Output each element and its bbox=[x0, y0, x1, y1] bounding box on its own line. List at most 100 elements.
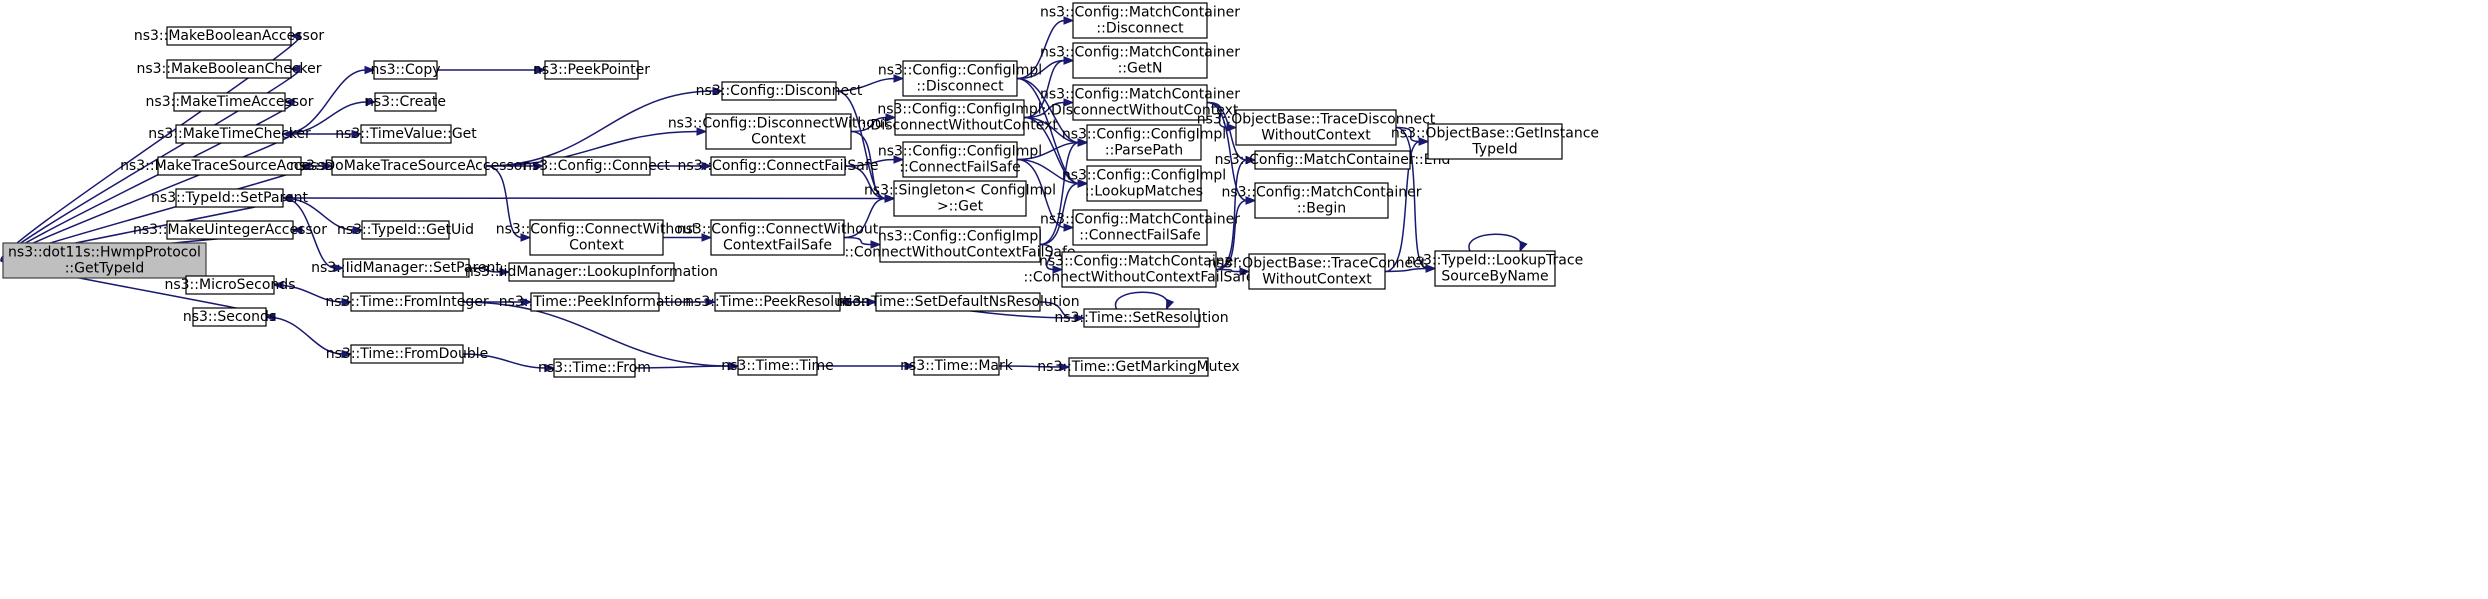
node-label: ns3::Time::Time bbox=[721, 358, 833, 374]
node-label: ns3::ObjectBase::GetInstance bbox=[1391, 126, 1599, 142]
edge-obj-base-trace-connect-without-context-to-obj-base-get-instance-type-id bbox=[1384, 137, 1430, 273]
node-time-from-integer[interactable]: ns3::Time::FromInteger bbox=[325, 292, 489, 312]
node-label: ns3::TypeId::LookupTrace bbox=[1407, 253, 1583, 269]
node-config-disconnect[interactable]: ns3::Config::Disconnect bbox=[696, 81, 863, 101]
node-time-get-marking-mutex[interactable]: ns3::Time::GetMarkingMutex bbox=[1037, 357, 1240, 377]
node-singleton-get[interactable]: ns3::Singleton< ConfigImpl >::Get bbox=[864, 180, 1056, 217]
node-mcend[interactable]: ns3::Config::MatchContainer::End bbox=[1215, 150, 1451, 170]
node-iid-manager-lookup-information[interactable]: ns3::IidManager::LookupInformation bbox=[465, 262, 718, 282]
node-box bbox=[192, 307, 267, 327]
node-box bbox=[166, 220, 294, 240]
node-obj-base-trace-connect-without-context[interactable]: ns3::ObjectBase::TraceConnectWithoutCont… bbox=[1208, 253, 1427, 290]
node-time-peek-resolution[interactable]: ns3::Time::PeekResolution bbox=[685, 292, 870, 312]
node-config-impl-parse-path[interactable]: ns3::Config::ConfigImpl::ParsePath bbox=[1062, 124, 1226, 161]
edge-mcconnect-without-context-fail-safe-to-mcbegin bbox=[1215, 196, 1257, 271]
node-mcdisconnect[interactable]: ns3::Config::MatchContainer::Disconnect bbox=[1040, 2, 1240, 39]
node-seconds[interactable]: ns3::Seconds bbox=[183, 307, 276, 327]
edge-type-id-lookup-trace-source-by-name-to-type-id-lookup-trace-source-by-name bbox=[1468, 233, 1528, 253]
node-label: ::ConnectWithoutContextFailSafe bbox=[1023, 270, 1254, 286]
node-label: ns3::Config::ConfigImpl bbox=[1062, 168, 1226, 184]
node-label: ns3::Config::ConnectWithout bbox=[677, 222, 879, 238]
node-label: ns3::MakeBooleanChecker bbox=[136, 61, 321, 77]
node-mcconnect-without-context-fail-safe[interactable]: ns3::Config::MatchContainer::ConnectWith… bbox=[1023, 251, 1255, 288]
edge-config-impl-disconnect-without-context-to-mcget-n bbox=[1023, 56, 1075, 119]
node-copy[interactable]: ns3::Copy bbox=[370, 60, 441, 80]
node-peek-pointer[interactable]: ns3::PeekPointer bbox=[533, 60, 650, 80]
node-label: ::ConnectWithoutContextFailSafe bbox=[844, 245, 1075, 261]
node-time-value-get[interactable]: ns3::TimeValue::Get bbox=[335, 124, 477, 144]
node-mcdisconnect-without-context[interactable]: ns3::Config::MatchContainer::DisconnectW… bbox=[1040, 84, 1240, 121]
node-config-impl-lookup-matches[interactable]: ns3::Config::ConfigImpl::LookupMatches bbox=[1062, 165, 1226, 202]
node-time-from[interactable]: ns3::Time::From bbox=[538, 358, 651, 378]
node-mcget-n[interactable]: ns3::Config::MatchContainer::GetN bbox=[1040, 42, 1240, 79]
edge-time-mark-to-time-get-marking-mutex bbox=[998, 362, 1071, 372]
node-make-time-checker[interactable]: ns3::MakeTimeChecker bbox=[148, 124, 311, 144]
node-label: ns3::Config::ConfigImpl bbox=[878, 63, 1042, 79]
edge-config-impl-connect-without-context-fail-safe-to-config-impl-parse-path bbox=[1039, 138, 1089, 246]
edge-config-disconnect-without-context-to-config-impl-disconnect-without-context bbox=[850, 113, 897, 133]
node-config-connect[interactable]: ns3::Config::Connect bbox=[523, 156, 670, 176]
node-make-trace-source-accessor[interactable]: ns3::MakeTraceSourceAccessor bbox=[120, 156, 339, 176]
node-box bbox=[913, 356, 1000, 376]
edge-config-connect-without-context-to-config-connect-without-context-fail-safe bbox=[662, 233, 713, 242]
node-make-uinteger-accessor[interactable]: ns3::MakeUintegerAccessor bbox=[133, 220, 327, 240]
node-box bbox=[710, 219, 845, 256]
node-do-make-trace-source-accessor[interactable]: ns3::DoMakeTraceSourceAccessor bbox=[290, 156, 528, 176]
node-config-connect-without-context-fail-safe[interactable]: ns3::Config::ConnectWithoutContextFailSa… bbox=[677, 219, 879, 256]
node-type-id-set-parent[interactable]: ns3::TypeId::SetParent bbox=[151, 188, 308, 208]
node-mcconnect-fail-safe[interactable]: ns3::Config::MatchContainer::ConnectFail… bbox=[1040, 209, 1240, 246]
node-box bbox=[721, 81, 837, 101]
node-label: ns3::TypeId::GetUid bbox=[337, 222, 474, 238]
node-label: ns3::DoMakeTraceSourceAccessor bbox=[290, 158, 528, 174]
node-time-set-default-ns-resolution[interactable]: ns3::Time::SetDefaultNsResolution bbox=[836, 292, 1080, 312]
node-time-time[interactable]: ns3::Time::Time bbox=[721, 356, 834, 376]
node-type-id-get-uid[interactable]: ns3::TypeId::GetUid bbox=[337, 220, 474, 240]
node-label: ns3::MakeTimeAccessor bbox=[146, 94, 314, 110]
node-box bbox=[2, 242, 207, 279]
node-label: ns3::Time::Mark bbox=[900, 358, 1014, 374]
node-box bbox=[879, 226, 1041, 263]
node-box bbox=[894, 99, 1025, 136]
node-box bbox=[1072, 2, 1208, 39]
node-make-time-accessor[interactable]: ns3::MakeTimeAccessor bbox=[146, 92, 314, 112]
edge-time-peek-information-to-time-peek-resolution bbox=[659, 297, 717, 307]
node-config-impl-disconnect-without-context[interactable]: ns3::Config::ConfigImpl::DisconnectWitho… bbox=[861, 99, 1058, 136]
node-label: SourceByName bbox=[1441, 269, 1548, 285]
node-mcbegin[interactable]: ns3::Config::MatchContainer::Begin bbox=[1222, 182, 1422, 219]
node-config-impl-connect-without-context-fail-safe[interactable]: ns3::Config::ConfigImpl::ConnectWithoutC… bbox=[844, 226, 1076, 263]
node-config-impl-disconnect[interactable]: ns3::Config::ConfigImpl::Disconnect bbox=[878, 60, 1042, 97]
edge-make-time-checker-to-time-value-get bbox=[283, 129, 363, 139]
node-box bbox=[1427, 123, 1563, 160]
node-root[interactable]: ns3::dot11s::HwmpProtocol::GetTypeId bbox=[2, 242, 207, 279]
node-label: ns3::Time::PeekInformation bbox=[499, 294, 692, 310]
node-time-peek-information[interactable]: ns3::Time::PeekInformation bbox=[499, 292, 692, 312]
node-make-boolean-accessor[interactable]: ns3::MakeBooleanAccessor bbox=[134, 26, 325, 46]
node-config-connect-fail-safe[interactable]: ns3::Config::ConnectFailSafe bbox=[678, 156, 879, 176]
edge-time-set-resolution-to-time-set-resolution bbox=[1114, 291, 1175, 311]
node-label: ns3::Create bbox=[365, 94, 446, 110]
edge-config-connect-without-context-fail-safe-to-singleton-get bbox=[843, 194, 896, 239]
node-box bbox=[714, 292, 841, 312]
node-config-disconnect-without-context[interactable]: ns3::Config::DisconnectWithoutContext bbox=[668, 113, 890, 150]
edge-config-disconnect-to-config-impl-disconnect bbox=[835, 74, 905, 92]
node-label: ns3::ObjectBase::TraceConnect bbox=[1208, 256, 1427, 272]
node-micro-seconds[interactable]: ns3::MicroSeconds bbox=[164, 275, 296, 295]
node-obj-base-trace-disconnect-without-context[interactable]: ns3::ObjectBase::TraceDisconnectWithoutC… bbox=[1197, 109, 1436, 146]
node-time-set-resolution[interactable]: ns3::Time::SetResolution bbox=[1054, 308, 1229, 328]
node-config-connect-without-context[interactable]: ns3::Config::ConnectWithoutContext bbox=[496, 219, 698, 256]
node-time-mark[interactable]: ns3::Time::Mark bbox=[900, 356, 1014, 376]
node-box bbox=[542, 156, 651, 176]
node-box bbox=[360, 124, 452, 144]
node-label: Context bbox=[569, 238, 624, 254]
node-label: ns3::Time::GetMarkingMutex bbox=[1037, 359, 1239, 375]
node-box bbox=[1072, 209, 1208, 246]
node-iid-manager-set-parent[interactable]: ns3::IidManager::SetParent bbox=[311, 258, 501, 278]
node-time-from-double[interactable]: ns3::Time::FromDouble bbox=[326, 344, 489, 364]
node-create[interactable]: ns3::Create bbox=[365, 92, 446, 112]
node-label: ns3::Config::ConnectFailSafe bbox=[678, 158, 879, 174]
node-make-boolean-checker[interactable]: ns3::MakeBooleanChecker bbox=[136, 59, 322, 79]
node-config-impl-connect-fail-safe[interactable]: ns3::Config::ConfigImpl::ConnectFailSafe bbox=[878, 141, 1042, 178]
